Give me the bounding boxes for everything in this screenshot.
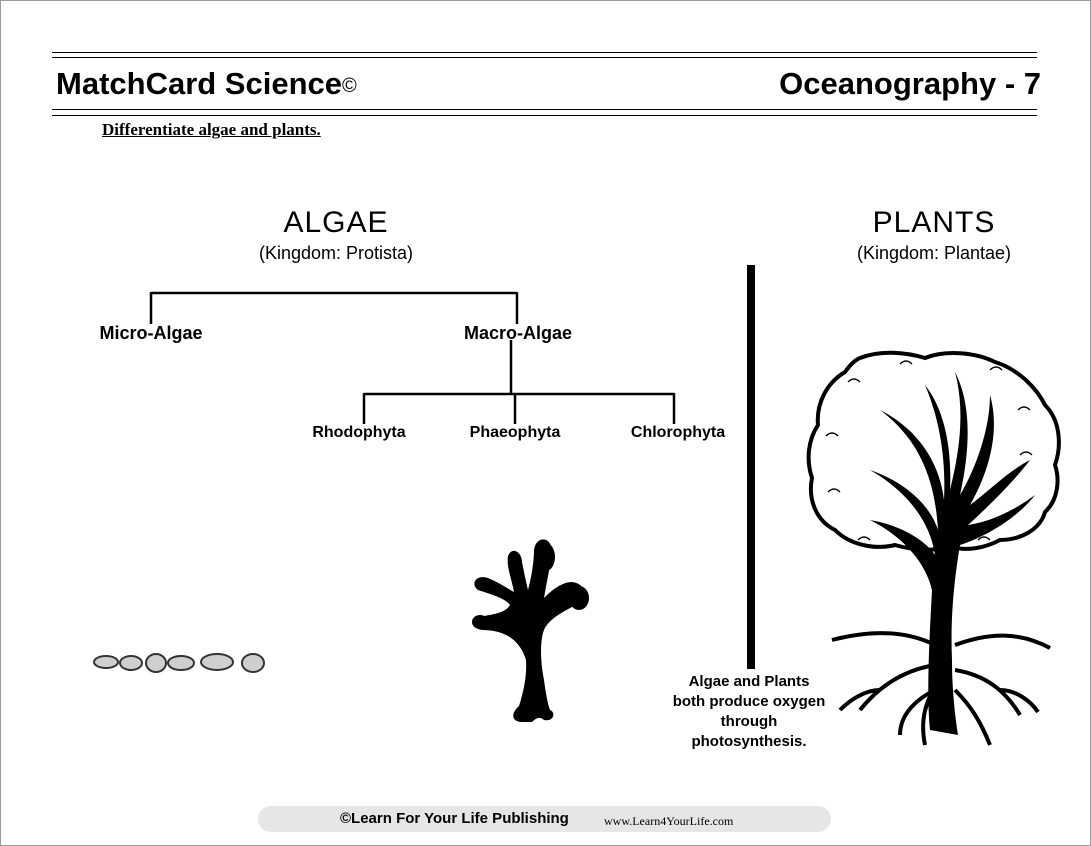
macro-algae-label: Macro-Algae <box>463 323 573 343</box>
micro-algae-label: Micro-Algae <box>99 323 203 343</box>
plants-kingdom: (Kingdom: Plantae) <box>856 243 1012 263</box>
worksheet-title: Oceanography - 7 <box>779 66 1041 101</box>
top-rule-inner <box>52 57 1037 58</box>
header-bottom-rule <box>52 109 1037 110</box>
header-bottom-rule-inner <box>52 115 1037 116</box>
publisher-credit: ©Learn For Your Life Publishing <box>340 810 569 827</box>
top-rule <box>52 52 1037 53</box>
chlorophyta-label: Chlorophyta <box>630 424 726 441</box>
algae-title: ALGAE <box>283 206 389 239</box>
tree-silhouette-icon <box>806 350 1061 746</box>
algae-kingdom: (Kingdom: Protista) <box>258 243 414 263</box>
instruction-text: Differentiate algae and plants. <box>102 120 321 139</box>
phaeophyta-label: Phaeophyta <box>469 424 561 441</box>
photosynthesis-note: Algae and Plants both produce oxygen thr… <box>672 673 826 750</box>
macro-algae-silhouette-icon <box>472 539 589 722</box>
divider-bar <box>747 265 755 669</box>
copyright-icon: © <box>342 75 357 97</box>
rhodophyta-label: Rhodophyta <box>312 424 406 441</box>
publisher-url: www.Learn4YourLife.com <box>604 814 734 828</box>
footer-bar: ©Learn For Your Life Publishing www.Lear… <box>258 806 831 832</box>
algae-tree-lines <box>149 291 676 424</box>
series-title: MatchCard Science© <box>56 66 357 101</box>
plants-title: PLANTS <box>872 206 996 239</box>
micro-algae-chain-icon <box>93 653 265 673</box>
